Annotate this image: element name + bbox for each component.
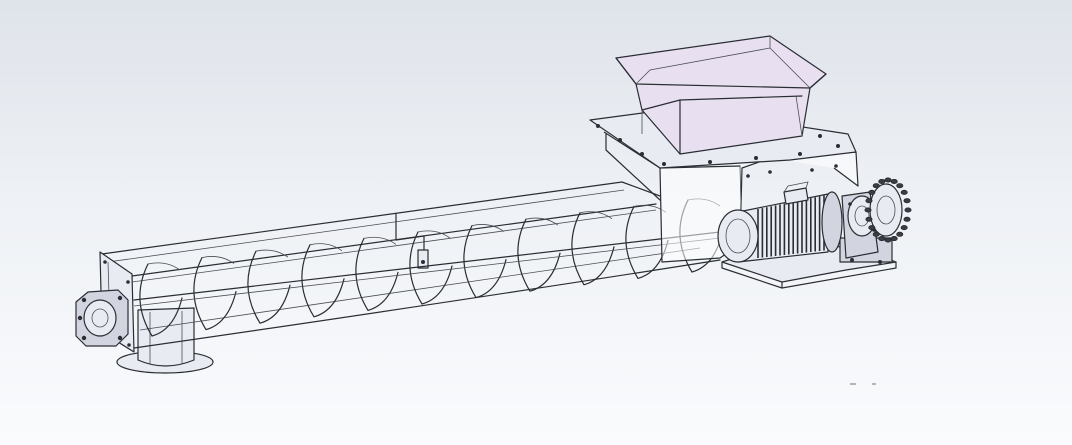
discharge-nozzle (116, 307, 214, 374)
motor-fan-cover (717, 209, 759, 263)
trough-back-rail (101, 181, 661, 255)
chain-link (872, 231, 880, 237)
screw-shaft (133, 231, 721, 301)
chain-link (903, 198, 911, 204)
tail-bearing (75, 289, 129, 347)
screw-flights (139, 198, 723, 337)
chain-link (900, 225, 908, 231)
drive-chain (864, 177, 912, 243)
feed-hopper (615, 35, 827, 155)
screw-flight (517, 218, 561, 292)
chain-link (890, 236, 898, 242)
screw-flight (463, 225, 507, 299)
screw-flight (301, 244, 345, 318)
chain-link (884, 177, 892, 183)
chain-link (903, 216, 911, 222)
chain-link (904, 207, 912, 213)
chain-link (868, 225, 876, 231)
screw-flight (571, 212, 615, 286)
chain-coupling (864, 177, 912, 243)
chain-link (900, 189, 908, 195)
motor-flange (821, 191, 843, 253)
chain-link (864, 207, 872, 213)
motor-terminal-box (783, 187, 809, 205)
screw-flight (409, 231, 453, 305)
chain-link (878, 236, 886, 242)
chain-link (865, 198, 873, 204)
trough-front-rail (131, 203, 657, 277)
chain-link (868, 189, 876, 195)
tail-bearing-cap (83, 299, 117, 337)
cover-clamp (417, 249, 429, 269)
chain-link (896, 231, 904, 237)
discharge-pipe (137, 307, 195, 367)
chain-link (878, 178, 886, 184)
screw-flight (193, 257, 237, 331)
chain-link (865, 216, 873, 222)
chain-link (872, 183, 880, 189)
screw-flight (247, 250, 291, 324)
trough-bottom (133, 259, 721, 349)
screw-flight (355, 237, 399, 311)
chain-link (890, 178, 898, 184)
screw-flight (139, 263, 183, 337)
chain-link (896, 183, 904, 189)
chain-link (884, 237, 892, 243)
drive-motor (717, 181, 843, 263)
